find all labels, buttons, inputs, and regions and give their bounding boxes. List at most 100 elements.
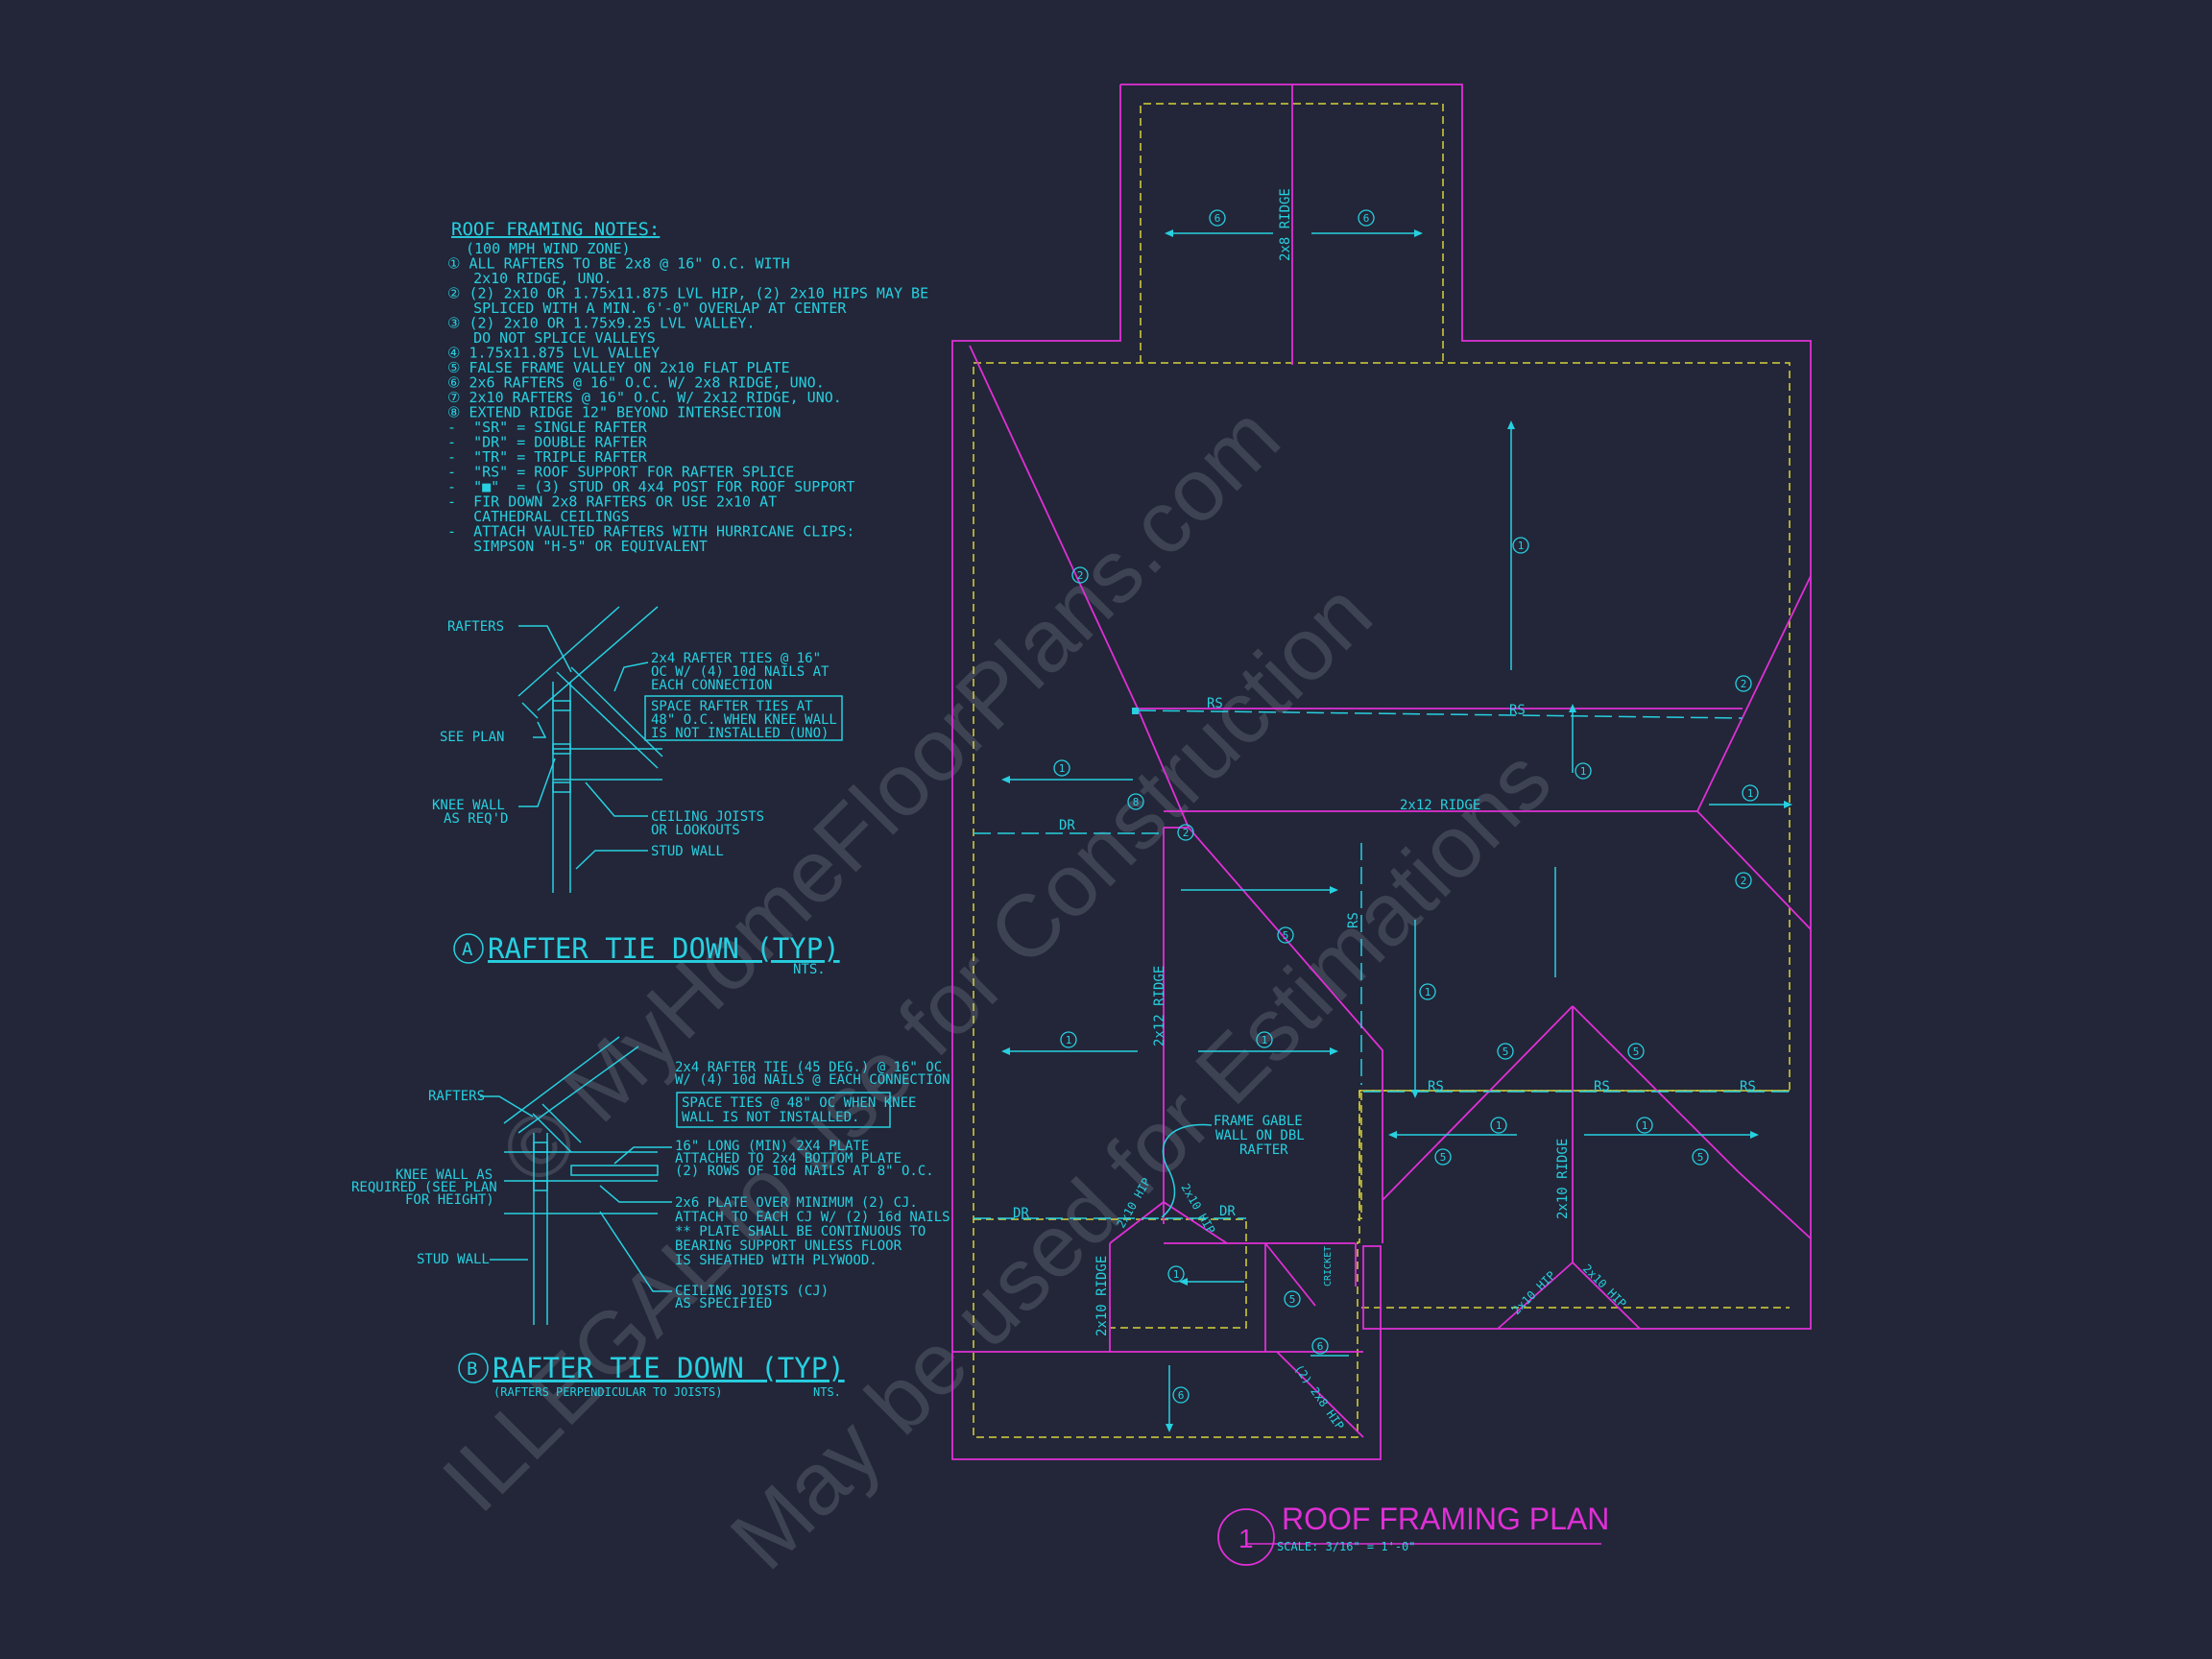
frame-gable-3: RAFTER xyxy=(1239,1142,1288,1158)
notes-line: ⑧ EXTEND RIDGE 12" BEYOND INTERSECTION xyxy=(447,404,781,421)
plan-title: ROOF FRAMING PLAN xyxy=(1282,1502,1609,1536)
tag-number: 1 xyxy=(1580,765,1587,778)
tag-circle xyxy=(1735,675,1752,692)
detail-b-knee-wall-2: REQUIRED (SEE PLAN xyxy=(351,1180,497,1195)
dr-label-1: DR xyxy=(1059,818,1075,833)
detail-b-tie-2: W/ (4) 10d NAILS @ EACH CONNECTION xyxy=(675,1072,950,1088)
tag-number: 2 xyxy=(1183,827,1190,839)
notes-line: ③ (2) 2x10 OR 1.75x9.25 LVL VALLEY. xyxy=(447,315,756,332)
detail-b-joists-2: AS SPECIFIED xyxy=(675,1296,772,1311)
tag-circle xyxy=(1434,1148,1452,1166)
ridge-2x10-lower: 2x10 RIDGE xyxy=(1094,1256,1110,1336)
rs-label-5: RS xyxy=(1594,1079,1610,1094)
frame-gable-leader xyxy=(1161,1123,1213,1218)
tag-number: 6 xyxy=(1178,1389,1185,1402)
detail-a-space-box xyxy=(644,695,843,741)
detail-b-knee-wall-1: KNEE WALL AS xyxy=(396,1167,493,1183)
tag-circle xyxy=(1177,824,1194,841)
rs-label-3: RS xyxy=(1346,912,1361,928)
detail-a-see-plan: SEE PLAN xyxy=(440,730,504,745)
notes-line: ② (2) 2x10 OR 1.75x11.875 LVL HIP, (2) 2… xyxy=(447,285,928,302)
plan-walls xyxy=(973,103,1791,1438)
tag-circle xyxy=(1490,1117,1507,1134)
tag-number: 6 xyxy=(1363,212,1370,225)
watermark: © MyHomeFloorPlans.com ILLEGAL to use fo… xyxy=(424,388,1570,1588)
notes-title: ROOF FRAMING NOTES: xyxy=(451,219,660,240)
tag-circle xyxy=(1358,209,1375,227)
tag-number: 1 xyxy=(1066,1034,1072,1046)
detail-b-scale: NTS. xyxy=(813,1385,841,1399)
tag-number: 1 xyxy=(1059,762,1066,775)
rs-label-1: RS xyxy=(1207,696,1223,711)
tag-number: 1 xyxy=(1425,986,1431,998)
plan-scale: SCALE: 3/16" = 1'-0" xyxy=(1277,1540,1416,1553)
detail-b-labels: RAFTERS KNEE WALL AS REQUIRED (SEE PLAN … xyxy=(351,1060,950,1399)
ridge-2x8-label: 2x8 RIDGE xyxy=(1278,188,1293,261)
tag-circle xyxy=(1284,1290,1301,1308)
detail-b-plate-1: 16" LONG (MIN) 2X4 PLATE xyxy=(675,1139,869,1154)
tag-circle xyxy=(1053,759,1070,777)
detail-b xyxy=(480,1036,672,1325)
ridge-2x12-vertical: 2x12 RIDGE xyxy=(1152,966,1167,1046)
tag-number: 5 xyxy=(1289,1293,1296,1306)
notes-line: SIMPSON "H-5" OR EQUIVALENT xyxy=(447,538,708,555)
detail-a-letter-circle xyxy=(453,933,484,964)
notes-line: - FIR DOWN 2x8 RAFTERS OR USE 2x10 AT xyxy=(447,493,777,511)
notes-line: - "DR" = DOUBLE RAFTER xyxy=(447,434,648,451)
rs-label-4: RS xyxy=(1428,1079,1444,1094)
plan-number: 1 xyxy=(1238,1524,1254,1553)
detail-b-tie-1: 2x4 RAFTER TIE (45 DEG.) @ 16" OC xyxy=(675,1060,942,1075)
tag-circle xyxy=(1692,1148,1709,1166)
tag-number: 6 xyxy=(1317,1340,1324,1353)
dr-label-3: DR xyxy=(1219,1204,1236,1219)
tag-number: 1 xyxy=(1518,540,1525,552)
detail-a xyxy=(517,606,663,893)
tag-circle xyxy=(1419,983,1436,1000)
detail-a-ties-2: OC W/ (4) 10d NAILS AT xyxy=(651,664,830,680)
detail-a-title: RAFTER TIE DOWN (TYP) xyxy=(488,932,840,965)
tag-circle xyxy=(1497,1043,1514,1060)
detail-a-rafters-label: RAFTERS xyxy=(447,619,504,635)
tag-number: 1 xyxy=(1173,1268,1180,1281)
tag-circle xyxy=(1277,926,1294,944)
dr-label-2: DR xyxy=(1013,1206,1029,1221)
hip-label-2: 2x10 HIP xyxy=(1178,1182,1217,1237)
notes-line: - ATTACH VAULTED RAFTERS WITH HURRICANE … xyxy=(447,523,854,541)
tag-circle xyxy=(1742,784,1759,802)
tag-circle xyxy=(1512,537,1529,554)
tag-number: 1 xyxy=(1262,1034,1268,1046)
tag-circle xyxy=(1627,1043,1645,1060)
tag-number: 5 xyxy=(1440,1151,1447,1164)
notes-line: DO NOT SPLICE VALLEYS xyxy=(447,329,656,347)
detail-b-plate2-2: ATTACH TO EACH CJ W/ (2) 16d NAILS xyxy=(675,1210,950,1225)
tag-number: 2 xyxy=(1077,569,1084,582)
tag-number: 2 xyxy=(1741,678,1747,690)
detail-a-knee-wall-2: AS REQ'D xyxy=(444,811,508,827)
hip-2x8-label: (2) 2x8 HIP xyxy=(1292,1362,1347,1432)
rs-label-2: RS xyxy=(1509,703,1526,718)
tag-number: 1 xyxy=(1642,1119,1648,1132)
notes-line: (100 MPH WIND ZONE) xyxy=(466,240,631,257)
detail-b-title: RAFTER TIE DOWN (TYP) xyxy=(493,1352,845,1384)
plan-arrowheads xyxy=(1001,229,1792,1432)
notes-line: CATHEDRAL CEILINGS xyxy=(447,508,630,525)
roof-framing-notes: ROOF FRAMING NOTES: (100 MPH WIND ZONE)①… xyxy=(447,219,928,555)
tag-circle xyxy=(1209,209,1226,227)
detail-b-plate-3: (2) ROWS OF 10d NAILS AT 8" O.C. xyxy=(675,1164,934,1179)
tag-circle xyxy=(1127,793,1144,810)
detail-a-ties-3: EACH CONNECTION xyxy=(651,678,772,693)
frame-gable-2: WALL ON DBL xyxy=(1215,1128,1305,1143)
detail-b-plate2-4: BEARING SUPPORT UNLESS FLOOR xyxy=(675,1238,902,1254)
tag-number: 2 xyxy=(1741,875,1747,887)
tag-number: 5 xyxy=(1503,1046,1509,1058)
detail-a-knee-wall-1: KNEE WALL xyxy=(432,798,505,813)
detail-a-space-1: SPACE RAFTER TIES AT xyxy=(651,699,813,714)
notes-line: - "SR" = SINGLE RAFTER xyxy=(447,419,648,436)
plan-roof-lines xyxy=(951,84,1812,1460)
detail-b-letter: B xyxy=(467,1358,477,1380)
notes-line: - "■" = (3) STUD OR 4x4 POST FOR ROOF SU… xyxy=(447,478,854,495)
detail-a-stud-wall: STUD WALL xyxy=(651,844,724,859)
